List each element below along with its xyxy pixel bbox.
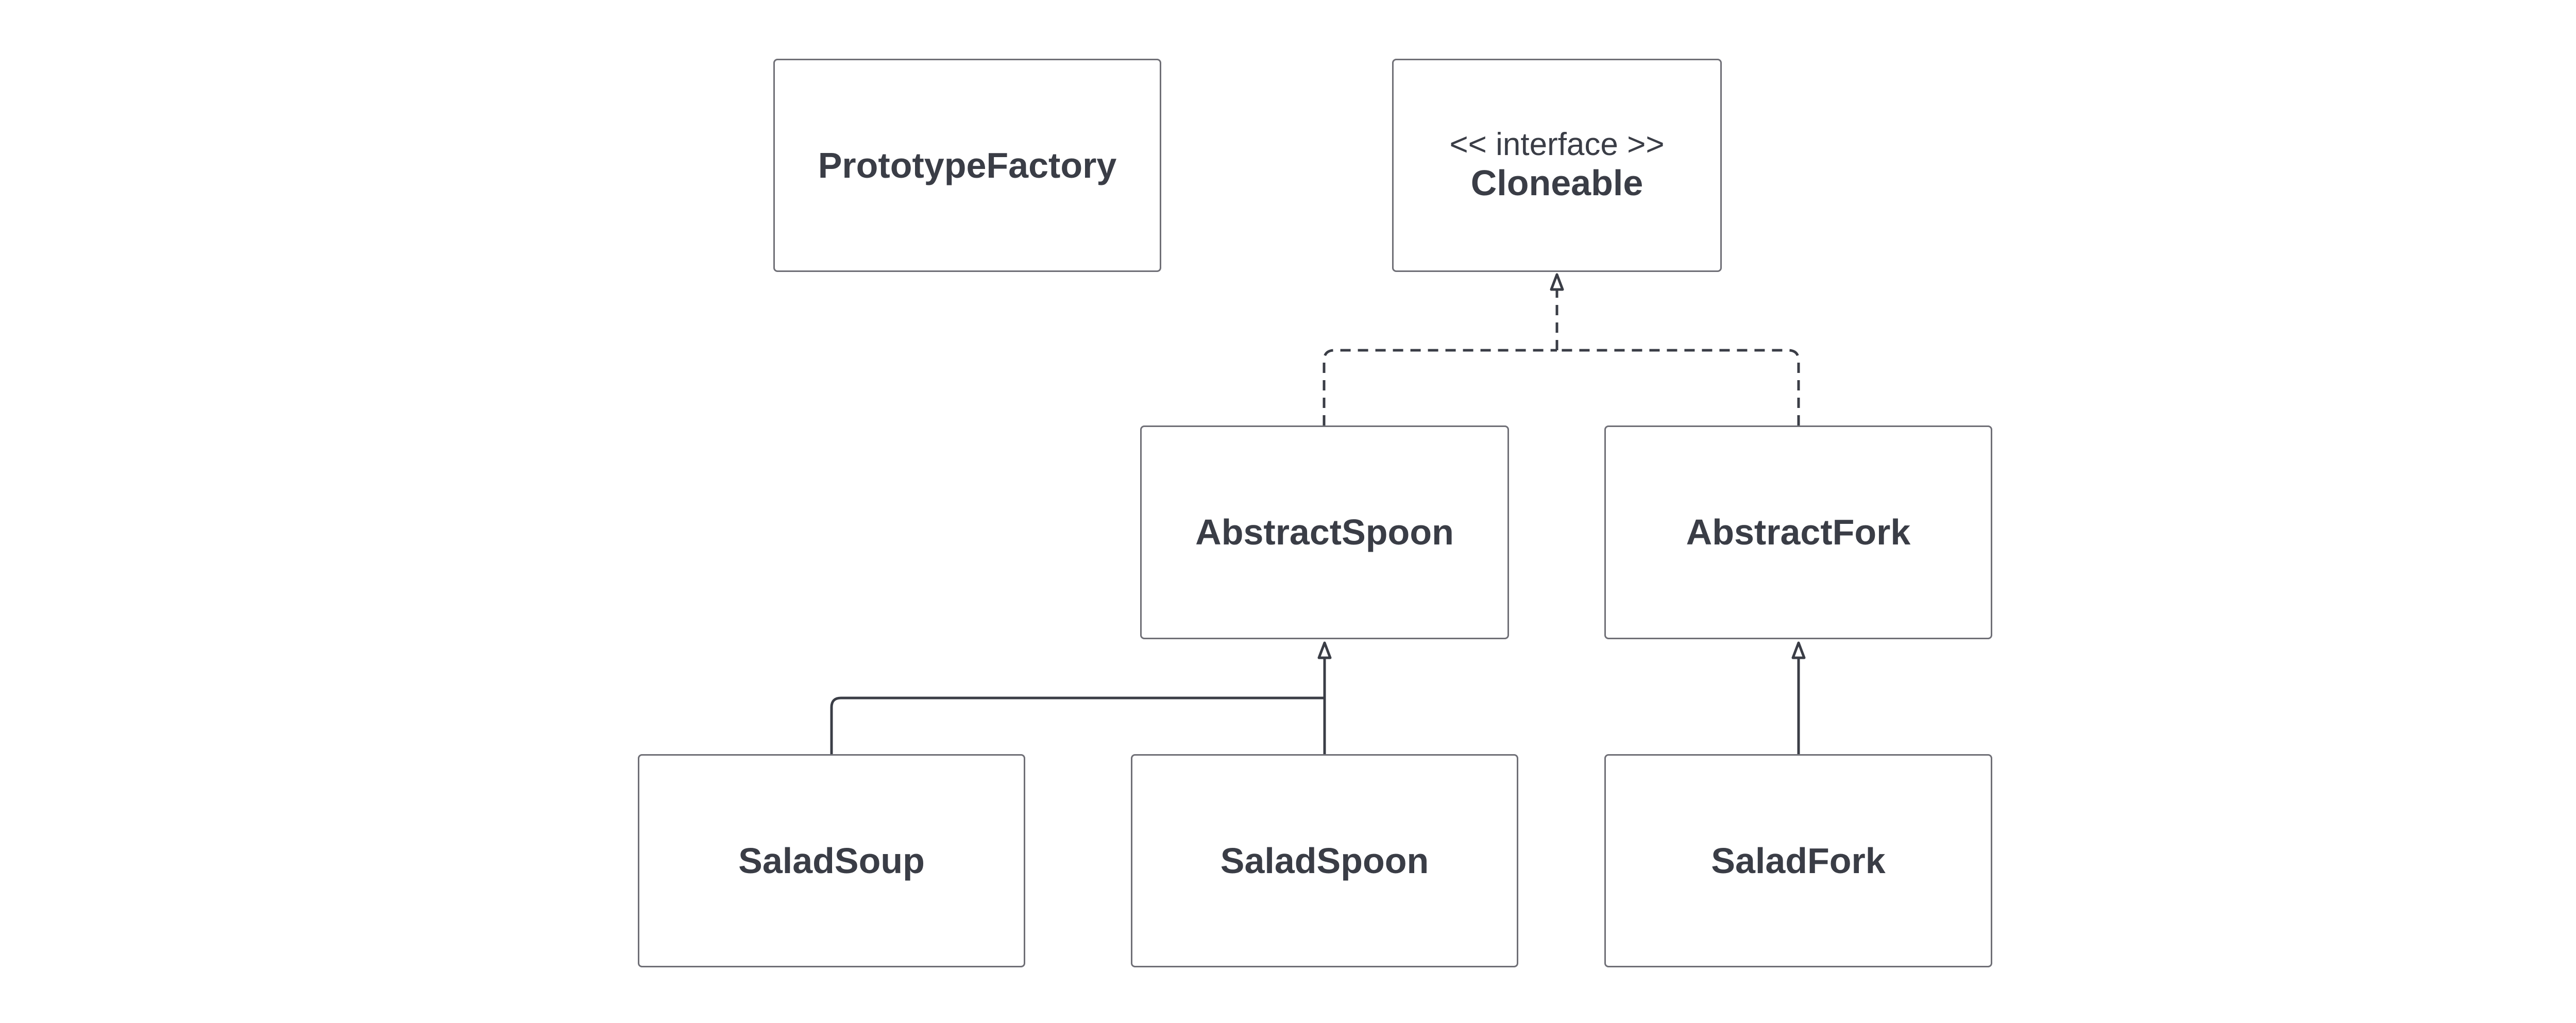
class-box-salad-fork[interactable]: SaladFork xyxy=(1604,754,1992,967)
class-name: PrototypeFactory xyxy=(818,145,1117,185)
class-box-prototype-factory[interactable]: PrototypeFactory xyxy=(773,59,1161,272)
class-box-salad-soup[interactable]: SaladSoup xyxy=(638,754,1025,967)
class-box-salad-spoon[interactable]: SaladSpoon xyxy=(1131,754,1518,967)
class-box-abstract-fork[interactable]: AbstractFork xyxy=(1604,425,1992,639)
realization-arrowhead xyxy=(1550,273,1564,291)
class-name: AbstractFork xyxy=(1686,512,1911,553)
realization-connector-abstract-fork xyxy=(1557,349,1800,425)
generalization-arrowhead-abstract-spoon xyxy=(1317,641,1332,659)
interface-box-cloneable[interactable]: << interface >> Cloneable xyxy=(1392,59,1722,272)
interface-stereotype: << interface >> xyxy=(1449,126,1665,162)
class-name: Cloneable xyxy=(1470,162,1643,203)
class-name: AbstractSpoon xyxy=(1195,512,1454,553)
realization-connector-abstract-spoon xyxy=(1323,349,1557,425)
class-name: SaladSpoon xyxy=(1220,840,1429,881)
class-box-abstract-spoon[interactable]: AbstractSpoon xyxy=(1140,425,1509,639)
class-name: SaladFork xyxy=(1711,840,1886,881)
generalization-connector-salad-soup xyxy=(830,696,1325,754)
generalization-arrowhead-abstract-fork xyxy=(1791,641,1806,659)
class-name: SaladSoup xyxy=(738,840,925,881)
